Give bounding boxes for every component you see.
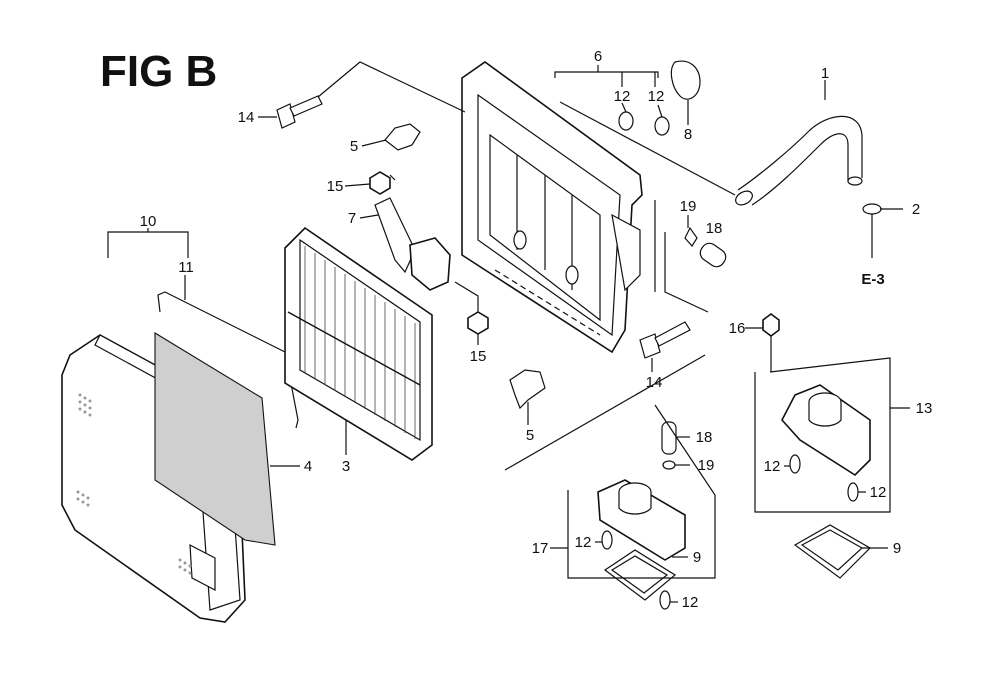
callout-12-c: 12 — [764, 458, 781, 475]
callout-4: 4 — [304, 458, 312, 475]
part-nut-upper — [369, 171, 391, 195]
callout-18-upper: 18 — [706, 220, 723, 237]
callout-12-a: 12 — [614, 88, 631, 105]
part-clip-lower-5 — [509, 369, 546, 410]
callout-labels: 1 2 3 4 5 5 6 7 8 9 9 10 11 12 12 12 12 … — [140, 48, 933, 611]
part-breather-housing — [409, 237, 451, 291]
callout-12-e: 12 — [575, 534, 592, 551]
callout-10: 10 — [140, 213, 157, 230]
callout-11: 11 — [178, 259, 194, 276]
callout-12-b: 12 — [648, 88, 665, 105]
part-wire-clip — [157, 291, 299, 429]
callout-14-upper: 14 — [238, 109, 255, 126]
callout-12-d: 12 — [870, 484, 887, 501]
callout-19-upper: 19 — [680, 198, 697, 215]
part-o-ring — [670, 60, 701, 100]
callout-1: 1 — [821, 65, 829, 82]
callout-17: 17 — [532, 540, 549, 557]
callout-6: 6 — [594, 48, 602, 65]
callout-7: 7 — [348, 210, 356, 227]
part-bolt-16 — [762, 313, 780, 352]
part-pre-filter — [154, 332, 276, 546]
callout-5-lower: 5 — [526, 427, 534, 444]
callout-8: 8 — [684, 126, 692, 143]
callout-9-lower: 9 — [693, 549, 701, 566]
part-sleeve-upper — [699, 242, 727, 268]
part-breather-tube — [735, 115, 863, 206]
part-clip-upper-5 — [384, 123, 421, 151]
callout-19-lower: 19 — [698, 457, 715, 474]
part-bolt-lower — [639, 321, 691, 359]
callout-16: 16 — [729, 320, 746, 337]
callout-9-right: 9 — [893, 540, 901, 557]
callout-14-lower: 14 — [646, 374, 663, 391]
part-clip-upper — [684, 226, 698, 248]
callout-5-upper: 5 — [350, 138, 358, 155]
part-bolt-upper — [276, 95, 323, 129]
part-nut-lower — [467, 311, 489, 335]
callout-2: 2 — [912, 201, 920, 218]
callout-13: 13 — [916, 400, 933, 417]
part-gasket-lower-inner — [610, 555, 669, 594]
reference-label: E-3 — [861, 271, 884, 288]
callout-15-lower: 15 — [470, 348, 487, 365]
callout-18-lower: 18 — [696, 429, 713, 446]
figure-title: FIG B — [100, 47, 217, 96]
part-air-cleaner-case — [461, 61, 643, 354]
part-bracket — [374, 197, 416, 274]
leader-lines — [107, 61, 910, 603]
callout-15-upper: 15 — [327, 178, 344, 195]
part-tube-clamp — [862, 203, 882, 215]
part-filter-element — [284, 226, 433, 461]
part-assembly-17 — [597, 421, 686, 610]
callout-3: 3 — [342, 458, 350, 475]
callout-12-f: 12 — [682, 594, 699, 611]
part-pin-top-2 — [654, 116, 670, 136]
part-pin-top-1 — [618, 111, 634, 131]
part-assembly-13 — [781, 384, 871, 502]
